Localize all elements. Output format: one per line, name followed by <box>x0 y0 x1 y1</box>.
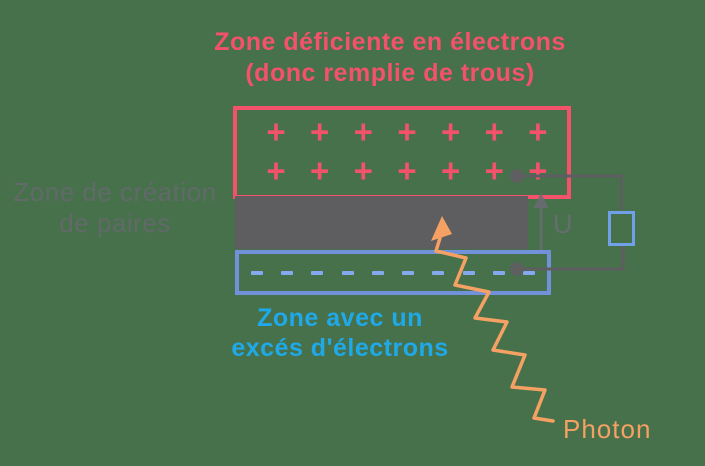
depletion-zone-label-line1: Zone de création <box>13 177 217 207</box>
plus-row: + + + + + + + <box>263 112 551 150</box>
minus-sign <box>251 270 263 275</box>
plus-sign: + <box>353 112 373 150</box>
p-zone-title: Zone déficiente en électrons (donc rempl… <box>150 27 630 89</box>
minus-sign <box>311 270 324 275</box>
plus-sign: + <box>266 112 286 150</box>
minus-sign <box>492 270 505 275</box>
depletion-zone-label: Zone de création de paires <box>10 177 220 239</box>
p-zone-box: ++++++++++++++ <box>233 106 571 199</box>
plus-sign: + <box>266 152 286 190</box>
plus-sign: + <box>528 152 548 190</box>
plus-sign: + <box>310 112 330 150</box>
plus-sign: + <box>310 152 330 190</box>
minus-sign <box>402 270 415 275</box>
n-zone-label-line1: Zone avec un <box>257 304 423 332</box>
n-zone-box <box>235 250 551 295</box>
n-zone-label-line2: excés d'électrons <box>231 334 449 362</box>
plus-sign: + <box>353 152 373 190</box>
plus-sign: + <box>440 152 461 190</box>
plus-sign: + <box>528 112 548 150</box>
minus-sign <box>522 270 535 275</box>
minus-sign <box>432 270 445 275</box>
voltage-arrow-icon <box>533 193 549 250</box>
depletion-zone-label-line2: de paires <box>59 208 171 238</box>
plus-sign: + <box>440 112 461 150</box>
photon-label: Photon <box>563 414 652 444</box>
plus-sign: + <box>484 112 504 150</box>
minus-sign <box>281 270 294 275</box>
voltage-label: U <box>553 209 573 239</box>
minus-sign <box>462 270 475 275</box>
depletion-zone-box <box>235 196 528 249</box>
plus-sign: + <box>397 152 417 190</box>
plus-row: + + + + + + + <box>263 152 551 190</box>
plus-grid: ++++++++++++++ <box>263 112 551 191</box>
plus-sign: + <box>397 112 417 150</box>
minus-sign <box>341 270 354 275</box>
plus-sign: + <box>484 152 504 190</box>
p-zone-title-line1: Zone déficiente en électrons <box>214 28 566 56</box>
minus-sign <box>371 270 384 275</box>
n-zone-label: Zone avec un excés d'électrons <box>220 303 460 363</box>
load-resistor-box <box>608 211 635 246</box>
p-zone-title-line2: (donc remplie de trous) <box>245 59 535 87</box>
